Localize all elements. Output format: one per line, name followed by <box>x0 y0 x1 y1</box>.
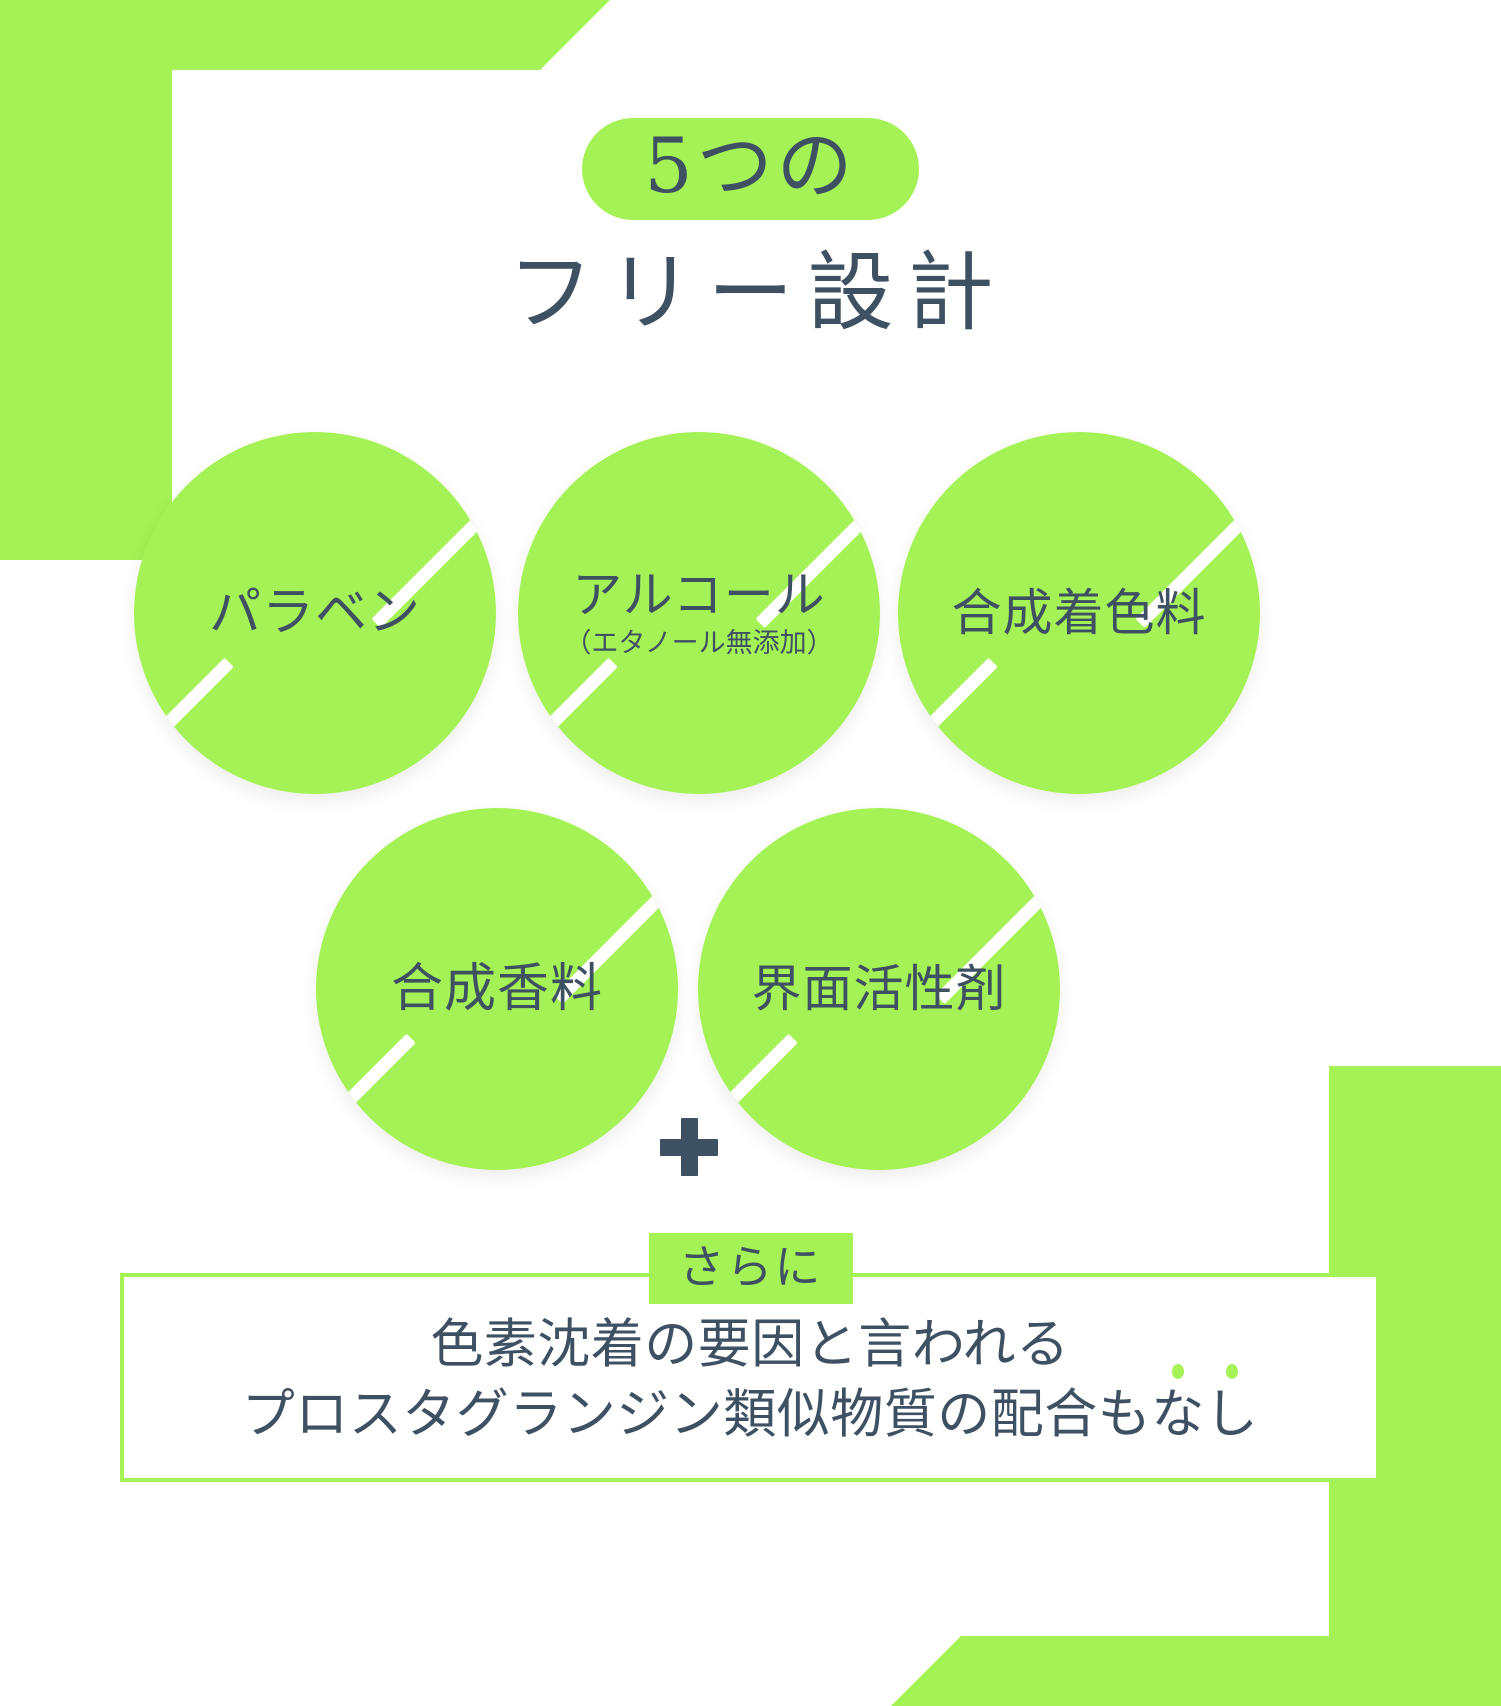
free-item-label-block: 合成香料 <box>316 960 678 1018</box>
heading-section: 5つの フリー設計 <box>0 118 1501 348</box>
note-line-2: プロスタグランジン類似物質の配合もなし <box>120 1363 1380 1450</box>
note-emphasis-char-2: し <box>1205 1363 1259 1450</box>
note-chip-label: さらに <box>648 1233 853 1304</box>
note-emphasis-char-1: な <box>1151 1363 1205 1450</box>
count-badge: 5つの <box>582 118 919 220</box>
note-line-2-plain: プロスタグランジン類似物質の配合も <box>241 1384 1152 1444</box>
free-item-label-block: アルコール （エタノール無添加） <box>518 567 880 659</box>
free-item-subtitle: （エタノール無添加） <box>564 627 834 658</box>
free-item-title: アルコール <box>572 566 826 623</box>
free-item-label-block: 界面活性剤 <box>698 961 1060 1017</box>
free-items-group: パラベン アルコール （エタノール無添加） 合成着色料 合成香料 <box>0 418 1501 1178</box>
free-item-circle-synthetic-colorant: 合成着色料 <box>898 432 1260 794</box>
free-item-circle-surfactant: 界面活性剤 <box>698 808 1060 1170</box>
strike-slash-bottom-icon <box>134 657 235 794</box>
plus-icon <box>660 1118 718 1176</box>
free-item-title: 合成香料 <box>390 959 603 1018</box>
free-item-circle-synthetic-fragrance: 合成香料 <box>316 808 678 1170</box>
note-line-1: 色素沈着の要因と言われる <box>430 1315 1070 1374</box>
strike-slash-bottom-icon <box>316 1033 417 1170</box>
free-item-title: 合成着色料 <box>951 585 1207 641</box>
free-item-circle-alcohol: アルコール （エタノール無添加） <box>518 432 880 794</box>
free-item-circle-paraben: パラベン <box>134 432 496 794</box>
free-item-title: 界面活性剤 <box>751 961 1007 1017</box>
strike-slash-bottom-icon <box>898 657 999 794</box>
free-item-title: パラベン <box>208 583 421 642</box>
note-text: 色素沈着の要因と言われる プロスタグランジン類似物質の配合もなし <box>120 1310 1380 1450</box>
page-title: フリー設計 <box>507 243 1008 343</box>
free-item-label-block: 合成着色料 <box>898 585 1260 641</box>
free-item-label-block: パラベン <box>134 584 496 642</box>
strike-slash-bottom-icon <box>518 657 619 794</box>
